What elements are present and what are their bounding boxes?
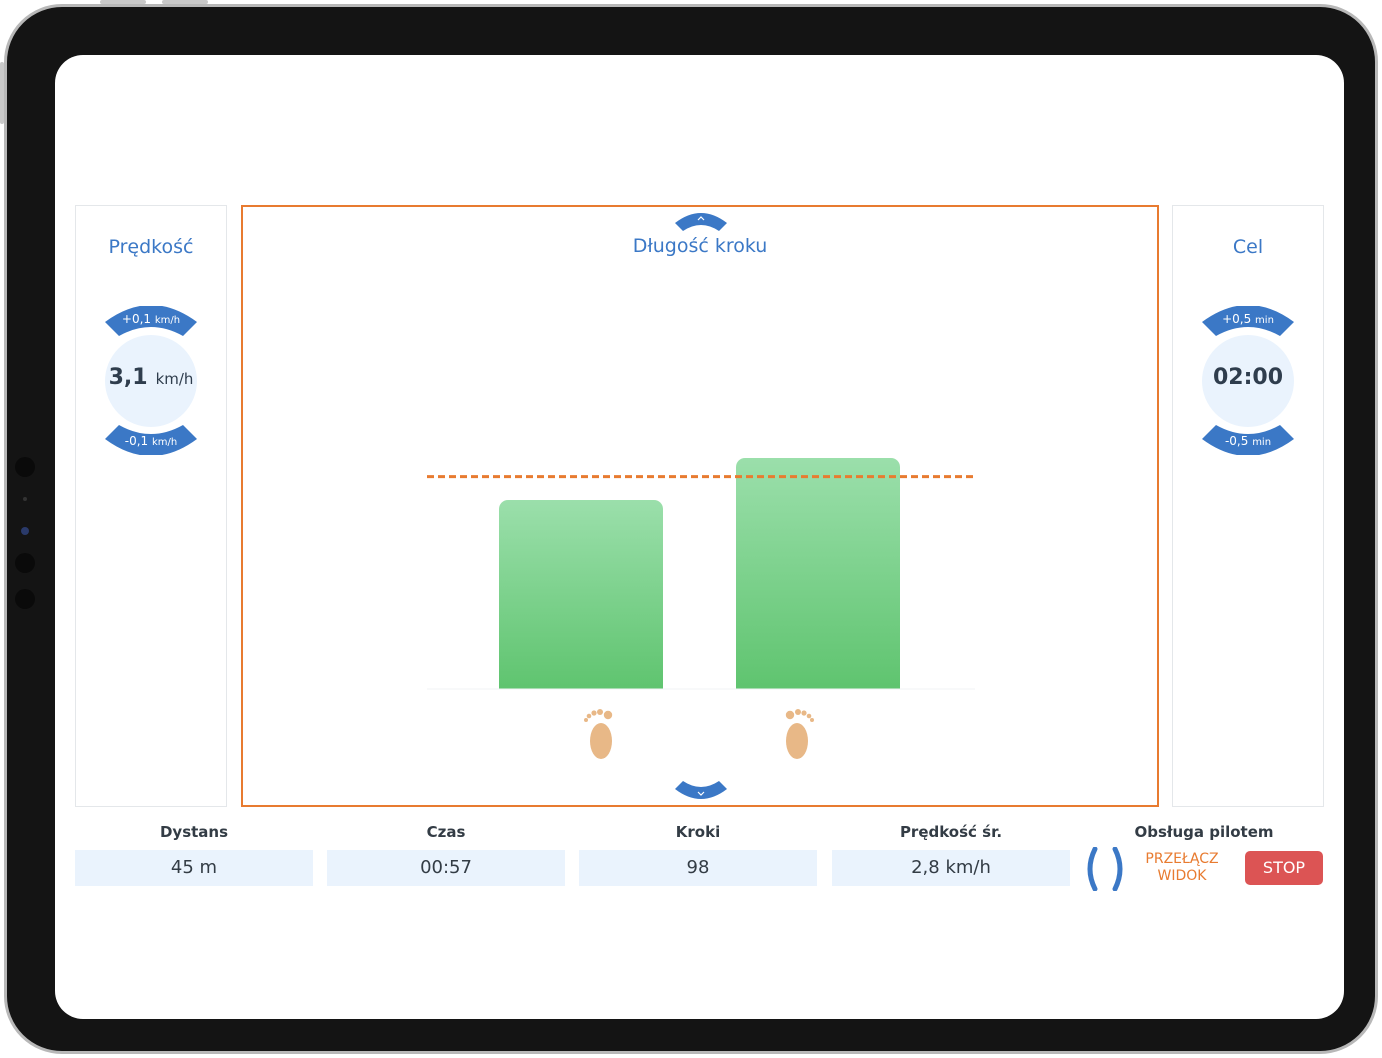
chevron-up-icon [675, 213, 727, 231]
goal-title: Cel [1232, 236, 1264, 258]
stat-avg-speed-value: 2,8 km/h [832, 850, 1070, 886]
speed-decrease-label: -0,1 [124, 434, 149, 448]
goal-decrease-label: -0,5 [1224, 434, 1249, 448]
goal-increase-unit: min [1255, 315, 1274, 326]
arc-up-shape [1202, 306, 1294, 336]
stop-button[interactable]: STOP [1245, 851, 1323, 885]
chevron-down-icon [675, 781, 727, 799]
speed-dial: 3,1 km/h [105, 335, 197, 427]
arc-down-shape [105, 425, 197, 455]
goal-decrease-unit: min [1252, 437, 1272, 448]
speed-value: 3,1 km/h [105, 365, 197, 390]
view-down-button[interactable] [675, 781, 727, 801]
camera-lens [21, 527, 29, 535]
goal-value: 02:00 [1212, 365, 1284, 390]
step-length-panel: Długość kroku [241, 205, 1159, 807]
stat-time-label: Czas [426, 823, 466, 841]
speed-title: Prędkość [108, 236, 194, 258]
goal-increase-label: +0,5 [1222, 312, 1252, 326]
speed-decrease-unit: km/h [152, 437, 178, 448]
goal-increase-button[interactable]: +0,5 min [1202, 306, 1294, 338]
step-bar-left-foot [499, 499, 663, 689]
camera-dot [15, 457, 35, 477]
step-length-chart [427, 475, 975, 690]
goal-panel: Cel 02:00 +0,5 min -0,5 min [1172, 205, 1324, 807]
speed-increase-label: +0,1 [121, 312, 152, 326]
camera-dot [15, 589, 35, 609]
remote-title: Obsługa pilotem [1134, 823, 1274, 841]
arc-up-shape [105, 306, 197, 336]
speed-panel: Prędkość 3,1 km/h +0,1 km/h -0,1 km/h [75, 205, 227, 807]
device-top-button [162, 0, 208, 4]
stat-time-value: 00:57 [327, 850, 565, 886]
switch-view-button[interactable]: PRZEŁĄCZ WIDOK [1131, 851, 1233, 885]
goal-dial: 02:00 [1202, 335, 1294, 427]
speed-unit: km/h [155, 370, 194, 388]
view-up-button[interactable] [675, 211, 727, 231]
goal-decrease-button[interactable]: -0,5 min [1202, 423, 1294, 455]
stat-distance-value: 45 m [75, 850, 313, 886]
speed-decrease-button[interactable]: -0,1 km/h [105, 423, 197, 455]
stat-avg-speed-label: Prędkość śr. [899, 823, 1003, 841]
device-side-button [0, 62, 4, 124]
remote-brackets-icon [1087, 847, 1123, 891]
speed-increase-button[interactable]: +0,1 km/h [105, 306, 197, 338]
switch-view-line1: PRZEŁĄCZ [1145, 851, 1219, 867]
device-top-button [100, 0, 146, 4]
left-foot-icon [584, 709, 613, 759]
stat-steps-label: Kroki [675, 823, 721, 841]
speed-number: 3,1 [108, 365, 148, 390]
arc-down-shape [1202, 425, 1294, 455]
stat-steps-value: 98 [579, 850, 817, 886]
stat-distance-label: Dystans [159, 823, 229, 841]
speed-increase-unit: km/h [154, 315, 181, 326]
step-length-title: Długość kroku [632, 235, 768, 257]
camera-dot [15, 553, 35, 573]
switch-view-line2: WIDOK [1157, 868, 1207, 884]
camera-dot [23, 497, 27, 501]
right-foot-icon [785, 709, 814, 759]
step-bar-right-foot [736, 458, 900, 689]
